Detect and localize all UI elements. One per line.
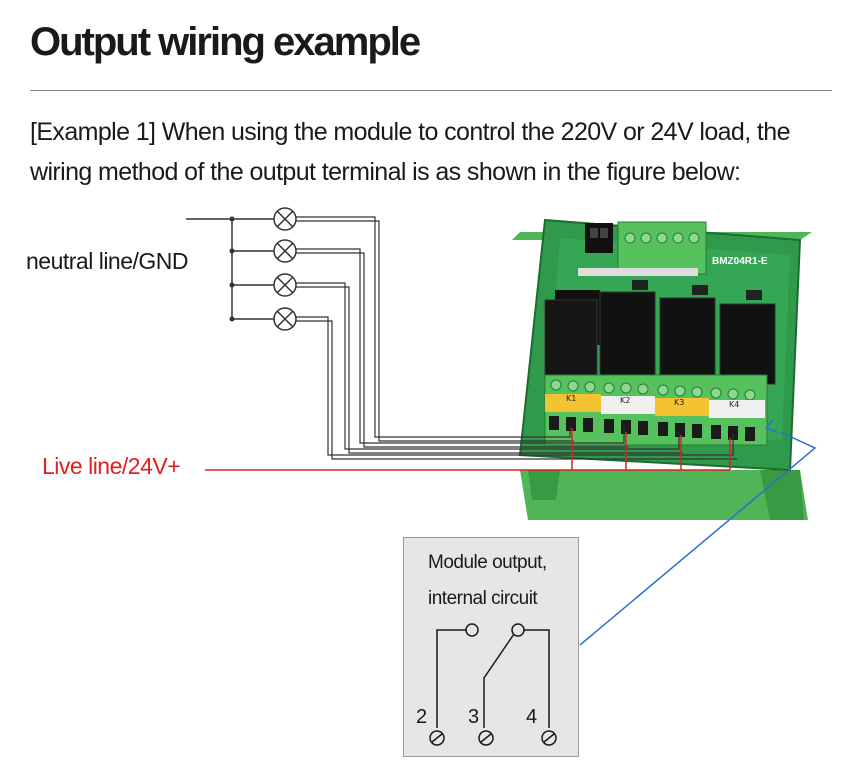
callout-line xyxy=(579,419,817,646)
inset-title-line2: internal circuit xyxy=(428,588,538,609)
inset-title-line1: Module output, xyxy=(428,552,547,573)
load-lamp-3 xyxy=(273,273,297,297)
inset-terminal-3: 3 xyxy=(468,706,480,728)
relay-contact-schematic xyxy=(429,623,557,746)
title-divider xyxy=(30,90,832,91)
load-lamp-4 xyxy=(273,307,297,331)
page-title: Output wiring example xyxy=(30,20,421,64)
relay-group-k4: K4 xyxy=(729,400,739,409)
internal-circuit-inset: Module output, internal circuit 2 3 4 xyxy=(403,537,579,757)
module-model-label: BMZ04R1-E xyxy=(712,256,768,267)
live-line-label: Live line/24V+ xyxy=(42,453,181,479)
relay-group-k2: K2 xyxy=(620,396,630,405)
relay-group-k1: K1 xyxy=(566,394,576,403)
relay-group-k3: K3 xyxy=(674,398,684,407)
neutral-line-label: neutral line/GND xyxy=(26,248,189,274)
load-lamp-1 xyxy=(273,207,297,231)
live-wire xyxy=(205,428,731,471)
load-lamp-2 xyxy=(273,239,297,263)
relay-module-board: BMZ04R1-E · · · · K1 K2 K3 K4 xyxy=(518,218,802,472)
load-wires xyxy=(296,216,737,460)
description-text: [Example 1] When using the module to con… xyxy=(30,118,790,186)
inset-terminal-2: 2 xyxy=(416,706,428,728)
neutral-bus xyxy=(186,218,274,320)
inset-terminal-4: 4 xyxy=(526,706,538,728)
